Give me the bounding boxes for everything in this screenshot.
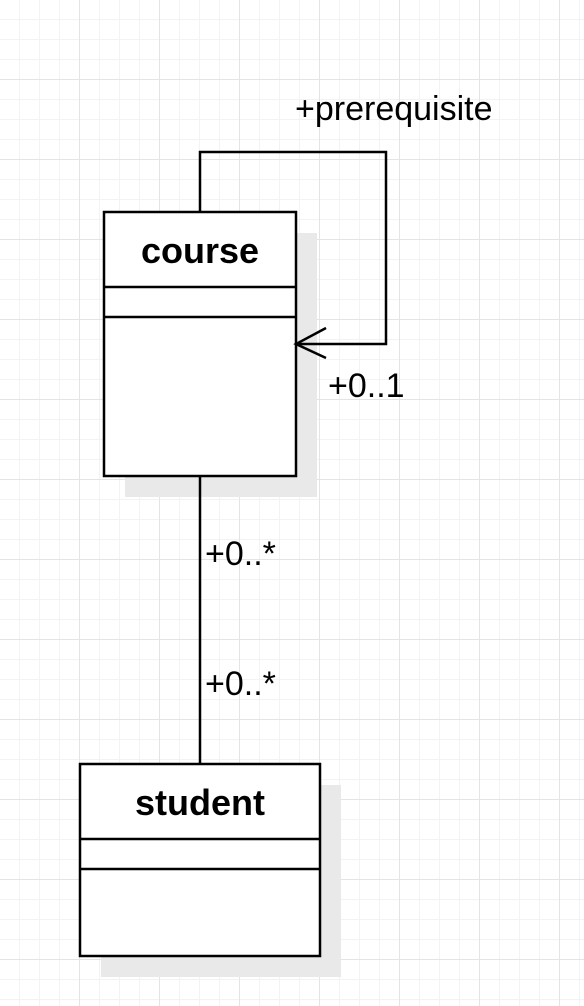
class-course-name: course (141, 230, 259, 271)
role-label-prerequisite: +prerequisite (295, 90, 493, 128)
class-student-name: student (135, 782, 265, 823)
multiplicity-label-course-end: +0..* (205, 535, 276, 573)
class-student[interactable]: student (78, 762, 341, 977)
navigability-arrow-icon (293, 326, 327, 360)
association-course-student[interactable]: +0..* +0..* (198, 476, 276, 764)
association-self-line (198, 150, 388, 346)
class-student-box (78, 762, 322, 958)
multiplicity-label-student-end: +0..* (205, 665, 276, 703)
class-course-box (102, 210, 298, 478)
association-self-prerequisite[interactable]: +prerequisite +0..1 (198, 90, 493, 405)
class-course[interactable]: course (102, 210, 317, 497)
multiplicity-label-prerequisite: +0..1 (328, 367, 405, 405)
